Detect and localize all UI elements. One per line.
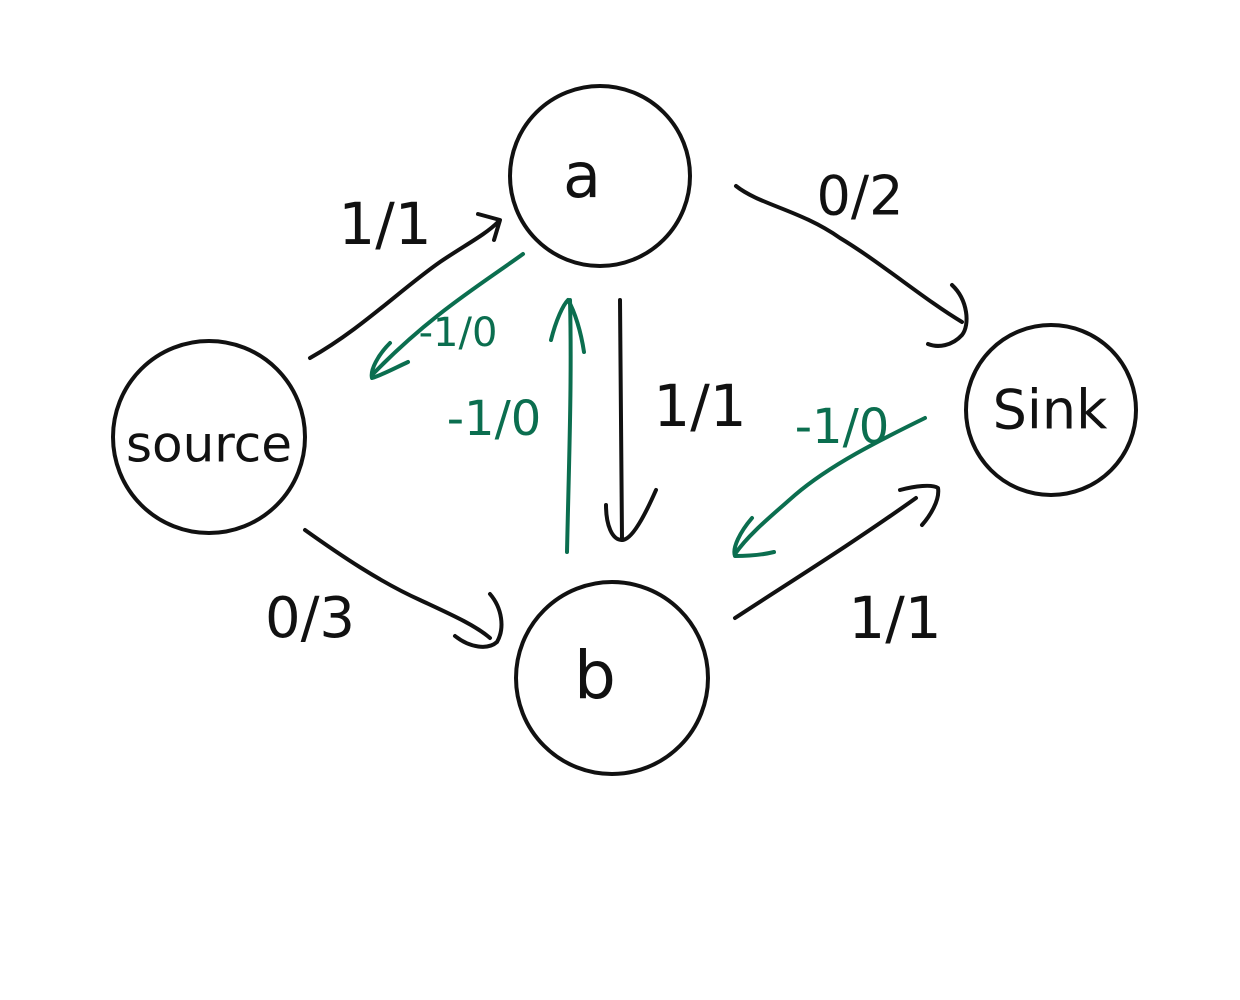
residual-edge-sink-to-b-label: -1/0	[795, 399, 890, 455]
node-b-label: b	[574, 637, 616, 714]
edge-b-to-sink: 1/1	[733, 483, 942, 652]
edge-source-to-a-line	[308, 220, 500, 360]
residual-edge-b-to-a-label: -1/0	[447, 391, 542, 447]
edge-source-to-a-label: 1/1	[338, 190, 431, 258]
edge-a-to-b-arrowhead	[604, 488, 658, 542]
edge-a-to-b-line	[618, 298, 624, 542]
node-b-circle	[514, 580, 710, 776]
edge-a-to-sink: 0/2	[734, 165, 969, 348]
node-source: source	[111, 339, 307, 535]
residual-edge-b-to-a-arrowhead	[549, 298, 586, 354]
node-source-label: source	[126, 416, 292, 474]
edge-source-to-a-arrowhead	[476, 212, 502, 242]
residual-edge-b-to-a: -1/0	[447, 298, 586, 554]
node-source-circle	[111, 339, 307, 535]
node-b: b	[514, 580, 710, 776]
residual-edge-a-to-source-label: -1/0	[419, 310, 498, 356]
edge-a-to-b: 1/1	[604, 298, 747, 542]
residual-edge-a-to-source: -1/0	[369, 252, 525, 380]
edge-a-to-sink-label: 0/2	[817, 165, 904, 228]
edge-a-to-sink-line	[734, 184, 964, 324]
node-a: a	[508, 84, 692, 268]
node-sink-circle	[964, 323, 1138, 497]
edge-a-to-b-label: 1/1	[653, 372, 746, 440]
node-a-label: a	[563, 139, 601, 212]
edge-a-to-sink-arrowhead	[926, 283, 969, 348]
edge-source-to-b-line	[303, 528, 492, 640]
edge-source-to-b-label: 0/3	[265, 586, 355, 651]
edge-source-to-b-arrowhead	[453, 592, 504, 649]
residual-edge-b-to-a-line	[565, 298, 573, 554]
edge-source-to-b: 0/3	[265, 528, 504, 651]
edge-source-to-a: 1/1	[308, 190, 502, 360]
residual-edge-a-to-source-line	[370, 252, 525, 377]
residual-edge-a-to-source-arrowhead	[369, 341, 410, 380]
node-sink-label: Sink	[993, 379, 1109, 442]
edge-b-to-sink-arrowhead	[898, 483, 941, 527]
edge-b-to-sink-label: 1/1	[848, 584, 941, 652]
node-a-circle	[508, 84, 692, 268]
edge-b-to-sink-line	[733, 496, 918, 620]
residual-edge-sink-to-b-arrowhead	[732, 516, 776, 558]
residual-edge-sink-to-b: -1/0	[732, 399, 927, 558]
node-sink: Sink	[964, 323, 1138, 497]
residual-edge-sink-to-b-line	[733, 416, 927, 556]
